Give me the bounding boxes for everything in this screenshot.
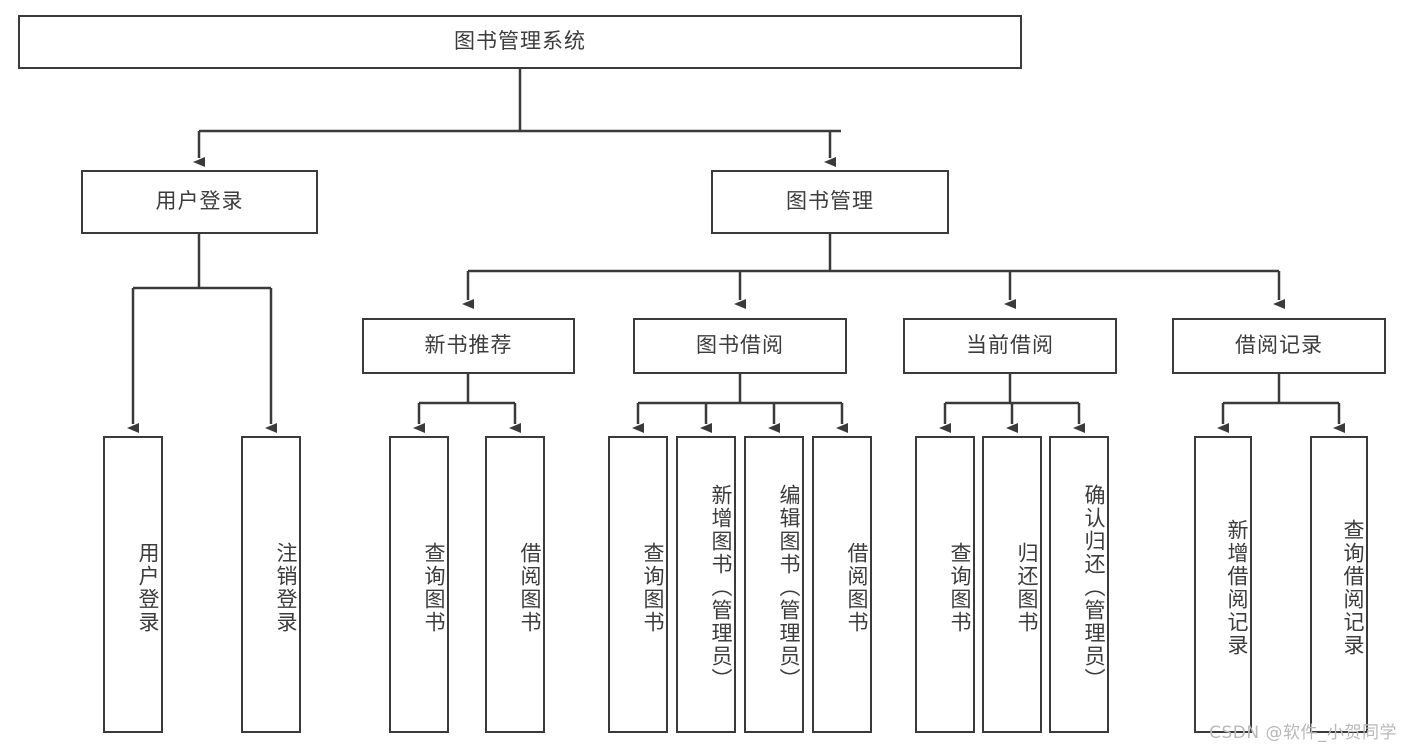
node-label: 归还图书: [1015, 541, 1039, 634]
leaf-logout[interactable]: 注销登录: [241, 436, 301, 733]
node-label: 图书管理系统: [454, 29, 586, 54]
node-label: 注销登录: [274, 541, 298, 634]
csdn-watermark: CSDN @软件_小贺同学: [1209, 723, 1397, 743]
node-label: 当前借阅: [966, 333, 1054, 358]
node-label: 借阅记录: [1235, 333, 1323, 358]
node-label: 查询图书: [641, 541, 665, 634]
leaf-add-book-admin[interactable]: 新增图书（管理员）: [676, 436, 736, 733]
node-label: 新增图书（管理员）: [709, 484, 733, 691]
leaf-edit-book-admin[interactable]: 编辑图书（管理员）: [744, 436, 804, 733]
leaf-add-borrow-record[interactable]: 新增借阅记录: [1194, 436, 1252, 733]
node-label: 查询图书: [422, 541, 446, 634]
leaf-return-book[interactable]: 归还图书: [982, 436, 1042, 733]
node-label: 新增借阅记录: [1225, 518, 1249, 657]
node-root-system[interactable]: 图书管理系统: [18, 15, 1022, 69]
leaf-query-book-borrow[interactable]: 查询图书: [608, 436, 668, 733]
node-book-management[interactable]: 图书管理: [711, 170, 949, 234]
node-label: 查询借阅记录: [1341, 518, 1365, 657]
node-label: 图书借阅: [696, 333, 784, 358]
node-label: 用户登录: [136, 541, 160, 634]
leaf-borrow-book[interactable]: 借阅图书: [812, 436, 872, 733]
node-label: 图书管理: [786, 189, 874, 214]
node-new-book-recommend[interactable]: 新书推荐: [362, 318, 575, 374]
node-user-login[interactable]: 用户登录: [81, 170, 318, 234]
node-label: 编辑图书（管理员）: [777, 484, 801, 691]
leaf-user-login[interactable]: 用户登录: [103, 436, 163, 733]
node-label: 新书推荐: [424, 333, 513, 358]
leaf-query-book-newbook[interactable]: 查询图书: [389, 436, 449, 733]
leaf-confirm-return-admin[interactable]: 确认归还（管理员）: [1049, 436, 1109, 733]
node-current-borrow[interactable]: 当前借阅: [903, 318, 1117, 374]
leaf-query-book-current[interactable]: 查询图书: [915, 436, 975, 733]
node-label: 确认归还（管理员）: [1082, 484, 1106, 691]
node-label: 查询图书: [948, 541, 972, 634]
node-label: 借阅图书: [845, 541, 869, 634]
leaf-borrow-book-newbook[interactable]: 借阅图书: [485, 436, 545, 733]
node-label: 借阅图书: [518, 541, 542, 634]
node-label: 用户登录: [155, 189, 244, 214]
leaf-query-borrow-record[interactable]: 查询借阅记录: [1310, 436, 1368, 733]
node-book-borrow[interactable]: 图书借阅: [633, 318, 847, 374]
node-borrow-record[interactable]: 借阅记录: [1172, 318, 1386, 374]
